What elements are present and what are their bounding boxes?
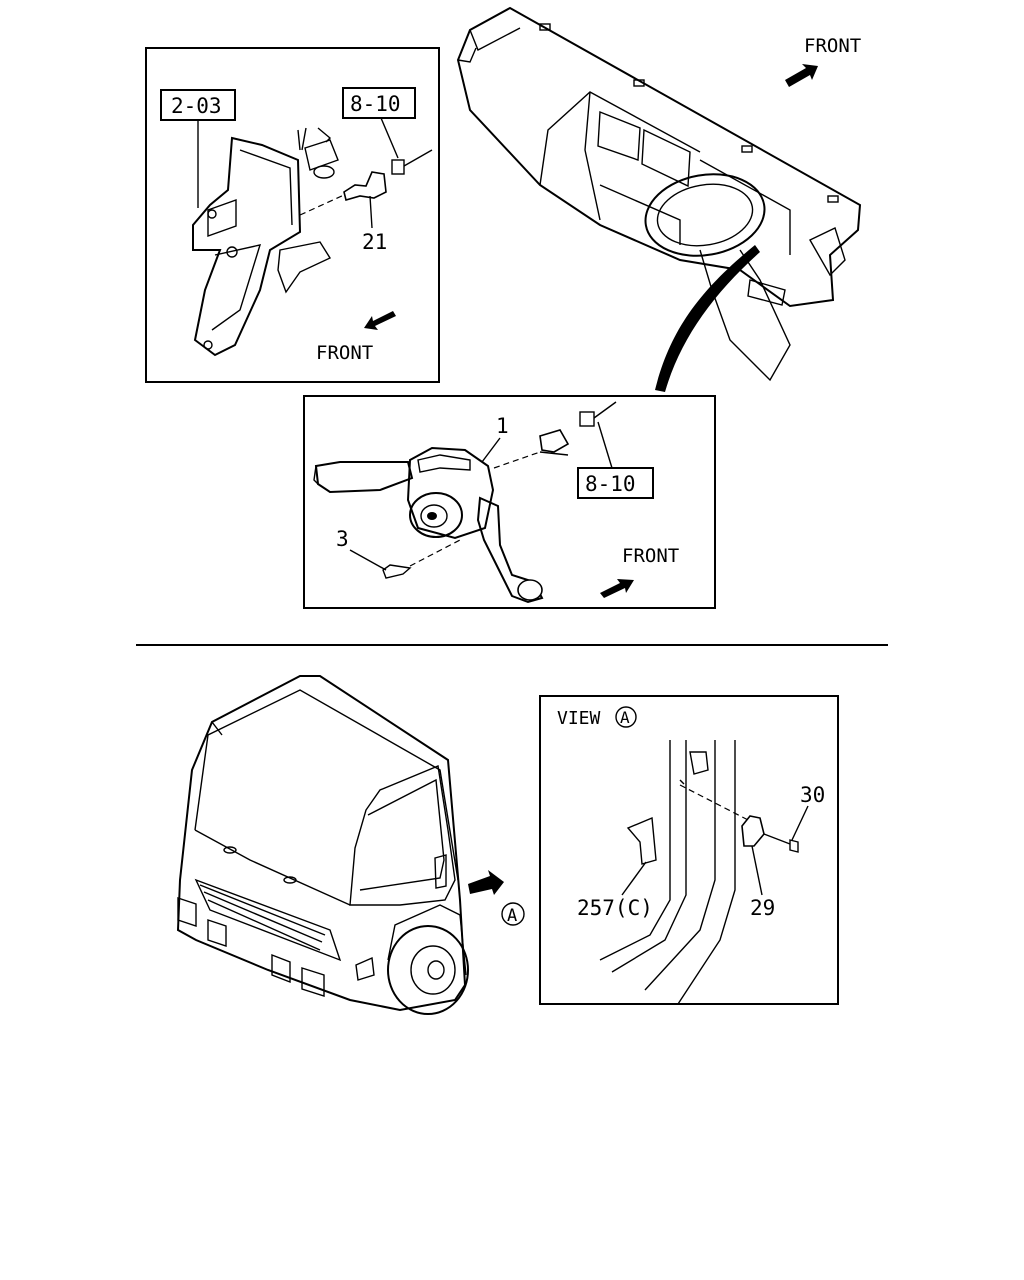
front-label-inset-center: FRONT [622,545,679,567]
ref-2-03-label: 2-03 [171,94,222,118]
part-257c-label: 257(C) [577,896,653,920]
truck-cab-illustration [176,675,469,1015]
front-label-inset-left: FRONT [316,342,373,364]
leader-21 [369,195,373,229]
leader-8-10-left [380,117,399,159]
circle-a-truck-label: A [507,906,517,926]
front-arrow-inset-left [364,311,396,330]
leader-8-10-center [597,421,613,469]
ref-8-10-center-label: 8-10 [585,472,636,496]
front-label-top-right: FRONT [804,35,861,57]
view-a-label: VIEW [557,708,601,729]
door-pillar-illustration [599,740,799,1005]
leader-257c [621,861,647,896]
dashboard-illustration [456,6,862,392]
part-1-label: 1 [496,414,509,438]
front-arrow-top-right [785,64,818,87]
leader-29 [751,845,763,896]
part-30-label: 30 [800,783,825,807]
combination-switch-illustration [313,401,617,604]
part-21-label: 21 [362,230,387,254]
view-a-arrow [468,870,504,895]
circle-a-truck [501,902,525,926]
part-3-label: 3 [336,527,349,551]
circle-a-view [615,706,637,728]
ref-box-8-10-center [577,467,654,499]
front-arrow-inset-center [600,579,634,598]
leader-3 [349,549,387,571]
circle-a-view-label: A [620,708,630,727]
pedal-bracket-illustration [192,127,433,357]
leader-30 [791,805,809,841]
leader-1 [481,437,501,463]
ref-8-10-left-label: 8-10 [350,92,401,116]
part-29-label: 29 [750,896,775,920]
inset-view-a [539,695,839,1005]
ref-box-8-10-left [342,87,416,119]
inset-combination-switch [303,395,716,609]
